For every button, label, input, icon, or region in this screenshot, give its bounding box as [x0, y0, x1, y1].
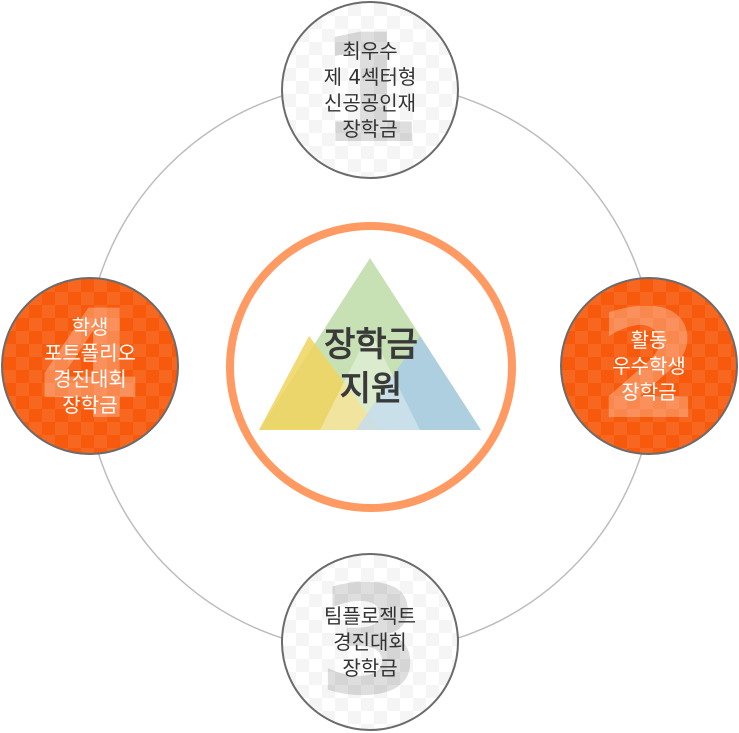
node-number-watermark: 3 — [317, 555, 423, 729]
triangle-highlight-shape — [320, 330, 420, 430]
node-label: 팀플로젝트 경진대회 장학금 — [291, 555, 449, 729]
node-label-line: 장학금 — [621, 380, 677, 404]
triangle-yellow-shape — [259, 336, 380, 430]
center-title-line-1: 장학금 — [324, 325, 418, 365]
node-label-line: 장학금 — [342, 656, 398, 680]
node-label-line: 장학금 — [342, 117, 398, 141]
node-number-watermark: 1 — [317, 3, 423, 177]
node-number-watermark: 2 — [596, 279, 702, 453]
node-label-line: 포트폴리오 — [44, 341, 136, 365]
node-bottom-scholarship: 3 팀플로젝트 경진대회 장학금 — [281, 553, 459, 731]
triangle-blue-shape — [356, 336, 481, 430]
node-label: 활동 우수학생 장학금 — [570, 279, 728, 453]
center-title-line-2: 지원 — [339, 369, 403, 409]
node-label: 최우수 제 4섹터형 신공공인재 장학금 — [291, 3, 449, 177]
node-label-line: 경진대회 — [333, 630, 407, 654]
node-label-line: 경진대회 — [53, 367, 127, 391]
node-label-line: 신공공인재 — [324, 91, 416, 115]
center-title: 장학금 지원 — [226, 222, 516, 512]
node-label: 학생 포트폴리오 경진대회 장학금 — [11, 279, 169, 453]
node-label-line: 우수학생 — [612, 354, 686, 378]
node-left-scholarship: 4 학생 포트폴리오 경진대회 장학금 — [1, 277, 179, 455]
node-label-line: 팀플로젝트 — [324, 604, 416, 628]
node-label-line: 최우수 — [342, 39, 398, 63]
node-label-line: 장학금 — [62, 393, 118, 417]
node-label-line: 학생 — [71, 315, 109, 339]
node-label-line: 활동 — [630, 328, 668, 352]
node-top-scholarship: 1 최우수 제 4섹터형 신공공인재 장학금 — [281, 1, 459, 179]
node-number-watermark: 4 — [37, 279, 143, 453]
node-right-scholarship: 2 활동 우수학생 장학금 — [560, 277, 738, 455]
node-label-line: 제 4섹터형 — [323, 65, 417, 89]
